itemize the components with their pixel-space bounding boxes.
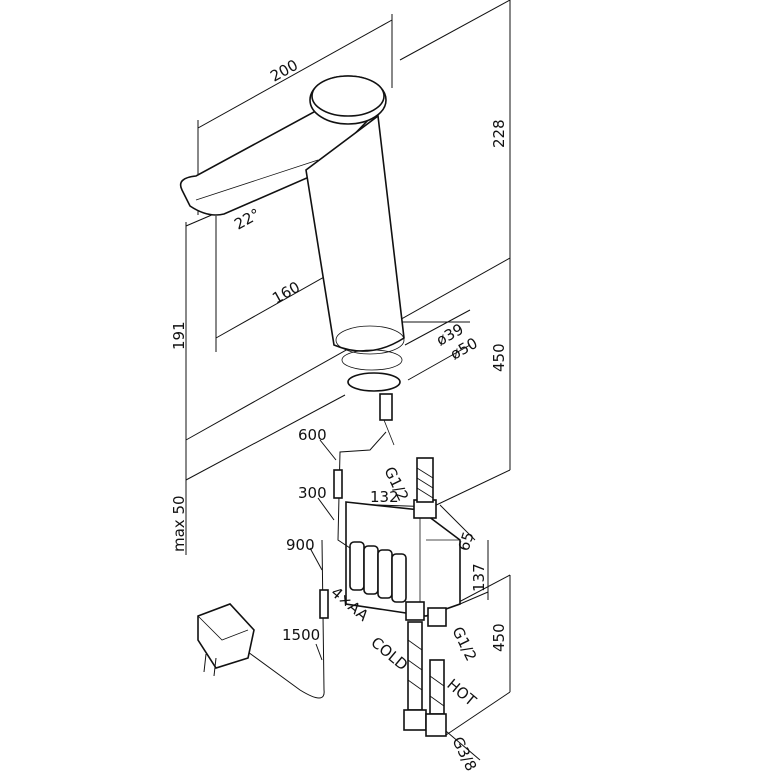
hoses [403, 457, 447, 737]
power-adapter [197, 603, 255, 677]
dim-132: 132 [370, 488, 399, 506]
dim-1500: 1500 [282, 626, 320, 644]
dim-450-lower: 450 [490, 623, 508, 652]
dim-900: 900 [286, 536, 315, 554]
battery-pack [349, 541, 407, 603]
dim-137: 137 [470, 563, 488, 592]
dim-228: 228 [490, 119, 508, 148]
dim-300: 300 [298, 484, 327, 502]
dim-65: 65 [455, 530, 478, 554]
dim-160: 160 [269, 278, 303, 308]
cold-label: COLD [367, 633, 411, 674]
dim-600: 600 [298, 426, 327, 444]
thread-g12-box: G1/2 [448, 624, 480, 664]
dim-450-upper: 450 [490, 343, 508, 372]
dim-200: 200 [267, 56, 301, 86]
dim-max-50: max 50 [170, 495, 188, 552]
dim-191: 191 [170, 321, 188, 350]
faucet-body [179, 75, 405, 446]
cables [247, 431, 387, 699]
hot-label: HOT [443, 675, 480, 710]
control-box [345, 499, 461, 617]
thread-g38: G3/8 [448, 734, 480, 772]
